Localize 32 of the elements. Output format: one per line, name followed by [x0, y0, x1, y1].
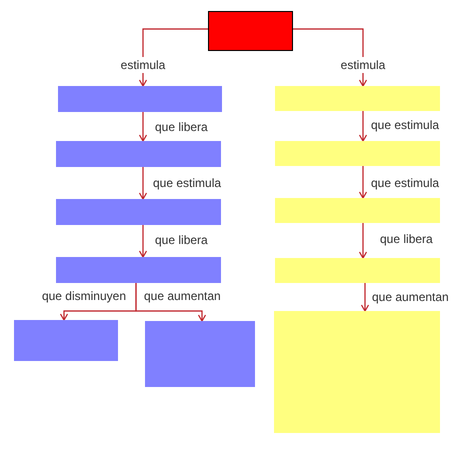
arrow: [138, 167, 148, 200]
arrow: [358, 223, 368, 259]
process-box: [275, 86, 440, 111]
process-box: [274, 311, 440, 433]
process-box: [275, 141, 440, 166]
edge-label: estimula: [118, 57, 168, 73]
arrow: [293, 28, 368, 87]
edge-label: que aumentan: [372, 290, 449, 304]
edge-label: que libera: [380, 232, 433, 246]
arrow: [138, 112, 148, 142]
edge-label: que estimula: [371, 118, 440, 132]
arrow: [138, 225, 148, 258]
edge-label: estimula: [338, 57, 388, 73]
process-box: [56, 199, 221, 225]
arrow: [358, 111, 368, 142]
process-box: [56, 257, 221, 283]
process-box: [275, 198, 440, 223]
arrow: [358, 166, 368, 199]
edge-label: que estimula: [371, 176, 440, 190]
process-box: [275, 258, 440, 283]
edge-label: que libera: [155, 120, 208, 134]
edge-label: que libera: [155, 233, 208, 247]
arrow: [135, 283, 206, 322]
process-box: [58, 86, 222, 112]
edge-label: que estimula: [153, 176, 222, 190]
process-box: [145, 321, 255, 387]
edge-label: que disminuyen: [42, 289, 126, 303]
process-box: [14, 320, 118, 361]
process-box: [208, 11, 293, 51]
process-box: [56, 141, 221, 167]
edge-label: que aumentan: [144, 289, 221, 303]
arrow: [360, 283, 370, 312]
